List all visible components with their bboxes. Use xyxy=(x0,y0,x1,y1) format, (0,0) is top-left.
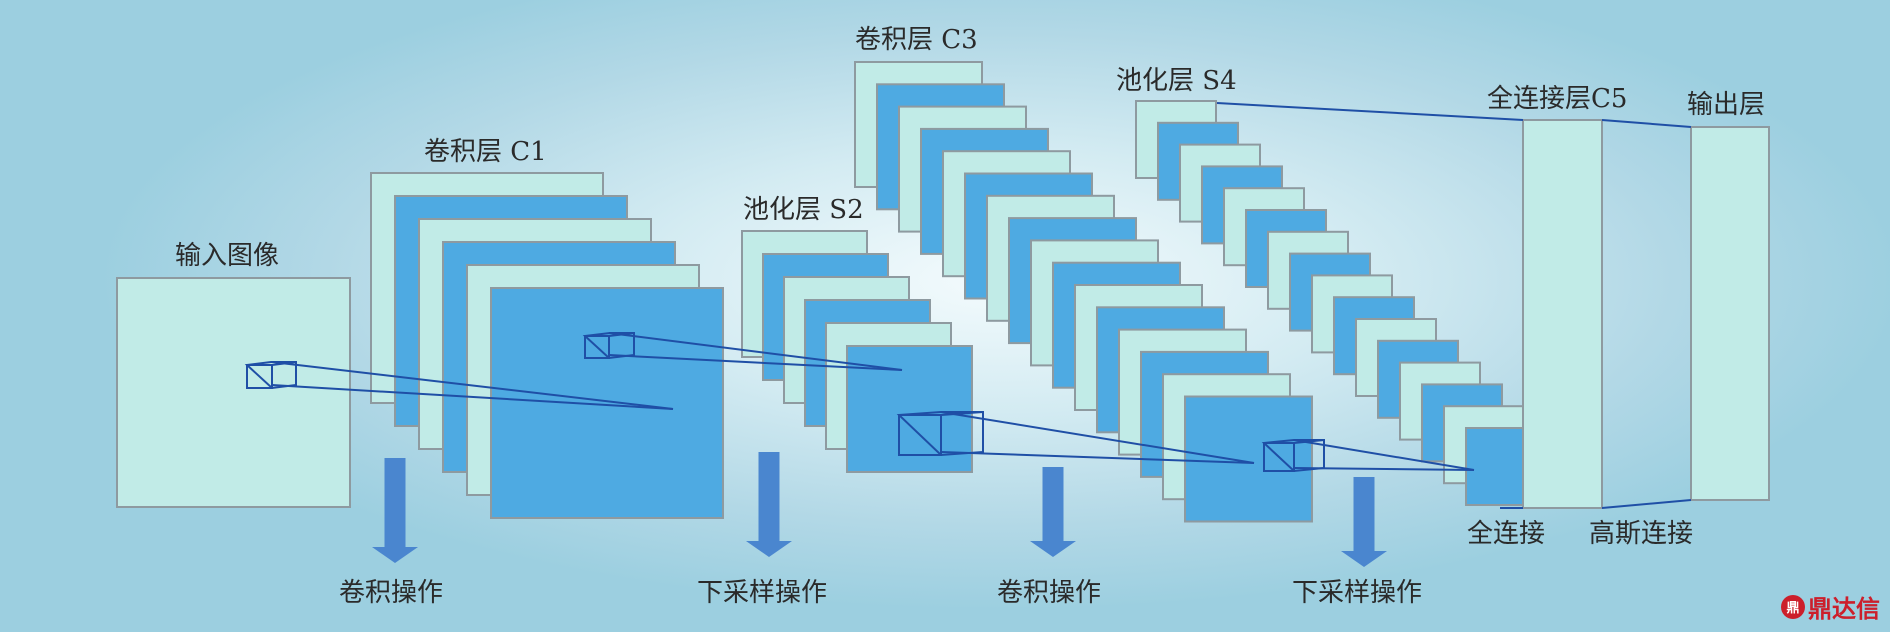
label-fc-c5: 全连接层C5 xyxy=(1487,84,1628,114)
label-conv-c1: 卷积层 C1 xyxy=(424,137,547,167)
c5-fully-connected-layer xyxy=(1522,119,1603,509)
label-pool-s4: 池化层 S4 xyxy=(1116,66,1237,96)
c3-receptive-field xyxy=(898,414,942,456)
projection-line xyxy=(608,354,903,371)
input-receptive-field xyxy=(246,364,273,389)
label-op-convolution-1: 卷积操作 xyxy=(339,578,444,608)
watermark: 鼎 鼎达信 xyxy=(1781,589,1880,624)
projection-line xyxy=(1293,439,1475,471)
downsample-arrow-2 xyxy=(1341,477,1387,567)
dingdaxin-logo-icon: 鼎 xyxy=(1781,594,1805,619)
c3-feature-map xyxy=(1184,395,1313,523)
projection-line xyxy=(940,411,1255,464)
gaussian-connection-bottom-line xyxy=(1601,499,1692,509)
convolution-arrow-1 xyxy=(372,458,418,563)
s4-receptive-field xyxy=(1263,442,1295,472)
full-connection-top-line xyxy=(1216,102,1524,121)
projection-line xyxy=(940,451,1255,464)
label-conv-c3: 卷积层 C3 xyxy=(855,25,978,55)
label-output: 输出层 xyxy=(1687,90,1766,120)
s2-feature-map xyxy=(846,345,973,473)
label-pool-s2: 池化层 S2 xyxy=(743,195,864,225)
downsample-arrow-1 xyxy=(746,452,792,557)
c1-receptive-field-outline xyxy=(582,332,635,360)
c1-feature-map xyxy=(490,287,724,519)
output-layer xyxy=(1690,126,1770,501)
label-full-connection: 全连接 xyxy=(1467,519,1546,549)
gaussian-connection-top-line xyxy=(1601,119,1692,128)
projection-line xyxy=(271,361,674,410)
projection-line xyxy=(271,384,674,410)
c3-receptive-field-outline xyxy=(896,411,984,457)
projection-line xyxy=(608,332,903,371)
label-input-image: 输入图像 xyxy=(175,241,280,271)
convolution-arrow-2 xyxy=(1030,467,1076,557)
label-op-downsample-2: 下采样操作 xyxy=(1292,578,1423,608)
label-op-convolution-2: 卷积操作 xyxy=(997,578,1102,608)
input-image-map xyxy=(116,277,351,508)
label-op-downsample-1: 下采样操作 xyxy=(697,578,828,608)
s4-receptive-field-outline xyxy=(1261,439,1325,473)
c1-receptive-field xyxy=(584,335,610,359)
label-gaussian-connection: 高斯连接 xyxy=(1589,519,1694,549)
projection-line xyxy=(1293,467,1475,471)
watermark-text: 鼎达信 xyxy=(1808,595,1880,623)
c3-receptive-field-edge xyxy=(940,411,984,416)
input-receptive-field-outline xyxy=(244,361,297,390)
